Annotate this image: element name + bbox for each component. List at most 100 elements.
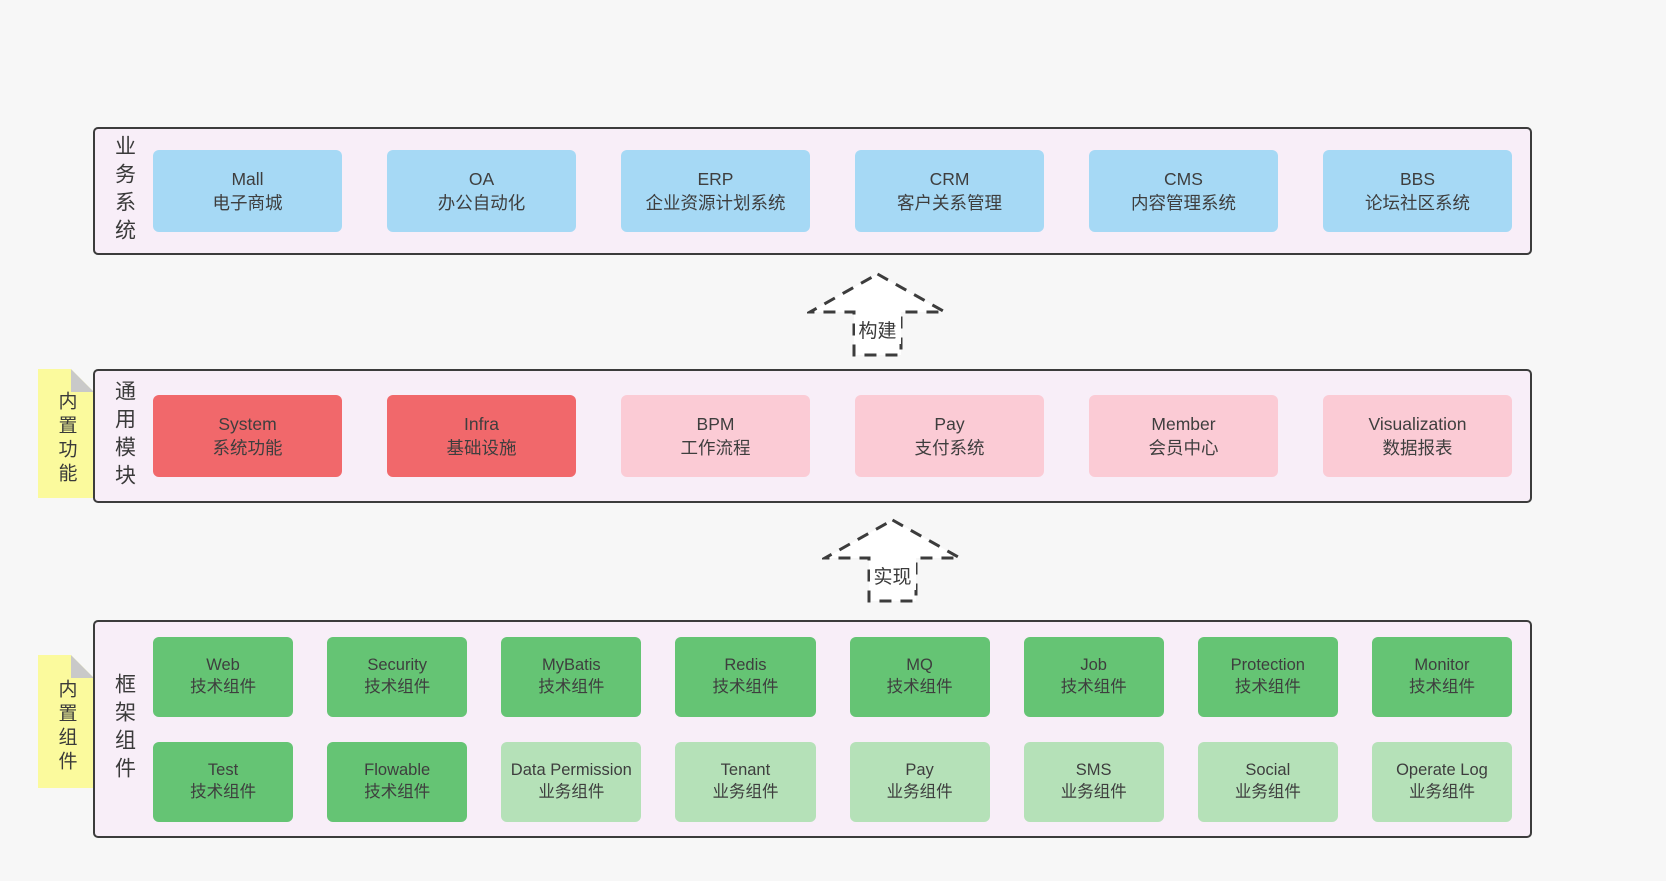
band-components-label-wrap: 框架组件: [95, 622, 153, 836]
box-mybatis-en: MyBatis: [541, 655, 601, 674]
box-data-permission-en: Data Permission: [510, 760, 632, 779]
box-job-zh: 技术组件: [1060, 677, 1127, 696]
box-system-en: System: [218, 413, 277, 434]
up-arrow-dashed-icon: [807, 272, 948, 357]
box-pay-en: Pay: [934, 413, 965, 434]
box-test-zh: 技术组件: [190, 782, 257, 801]
box-system: System 系统功能: [153, 395, 342, 477]
box-mall: Mall 电子商城: [153, 150, 342, 232]
box-cms-en: CMS: [1164, 168, 1203, 189]
box-protection: Protection 技术组件: [1197, 636, 1338, 717]
box-mq: MQ 技术组件: [849, 636, 990, 717]
box-bbs-zh: 论坛社区系统: [1365, 193, 1470, 213]
box-web-en: Web: [206, 655, 240, 674]
box-oa-zh: 办公自动化: [437, 193, 526, 213]
box-tenant-en: Tenant: [720, 760, 771, 779]
box-crm-en: CRM: [929, 168, 970, 189]
box-flowable-en: Flowable: [364, 760, 431, 779]
box-monitor-en: Monitor: [1414, 655, 1470, 674]
box-test: Test 技术组件: [153, 741, 294, 822]
components-row-1: Web 技术组件 Security 技术组件 MyBatis 技术组件 Redi…: [153, 636, 1512, 717]
box-pay-biz: Pay 业务组件: [849, 741, 990, 822]
box-crm: CRM 客户关系管理: [855, 150, 1044, 232]
box-protection-en: Protection: [1230, 655, 1305, 674]
box-mq-zh: 技术组件: [886, 677, 953, 696]
box-mall-zh: 电子商城: [212, 193, 283, 213]
box-security: Security 技术组件: [327, 636, 468, 717]
box-member-zh: 会员中心: [1148, 438, 1219, 458]
note-built-in-components-label: 内置组件: [55, 678, 77, 775]
box-sms-en: SMS: [1075, 760, 1112, 779]
box-system-zh: 系统功能: [212, 438, 283, 458]
box-monitor: Monitor 技术组件: [1371, 636, 1512, 717]
box-job-en: Job: [1080, 655, 1107, 674]
band-framework-components: 框架组件 Web 技术组件 Security 技术组件 MyBatis 技术组件…: [93, 620, 1532, 838]
note-built-in-features-label: 内置功能: [55, 390, 77, 487]
box-social: Social 业务组件: [1197, 741, 1338, 822]
band-modules-label: 通用模块: [112, 380, 136, 492]
box-pay: Pay 支付系统: [855, 395, 1044, 477]
box-visualization-en: Visualization: [1368, 413, 1467, 434]
box-redis: Redis 技术组件: [675, 636, 816, 717]
band-components-label: 框架组件: [112, 673, 136, 785]
band-modules-label-wrap: 通用模块: [95, 371, 153, 501]
box-sms: SMS 业务组件: [1023, 741, 1164, 822]
band-common-modules: 通用模块 System 系统功能 Infra 基础设施 BPM 工作流程 Pay…: [93, 369, 1532, 503]
build-arrow-label: 构建: [854, 315, 901, 344]
box-pay-biz-en: Pay: [905, 760, 934, 779]
note-built-in-components: 内置组件: [38, 655, 94, 788]
box-social-en: Social: [1245, 760, 1291, 779]
box-oa: OA 办公自动化: [387, 150, 576, 232]
box-sms-zh: 业务组件: [1060, 782, 1127, 801]
box-crm-zh: 客户关系管理: [897, 193, 1002, 213]
components-row-2: Test 技术组件 Flowable 技术组件 Data Permission …: [153, 741, 1512, 822]
box-member: Member 会员中心: [1089, 395, 1278, 477]
box-mybatis: MyBatis 技术组件: [501, 636, 642, 717]
box-visualization-zh: 数据报表: [1382, 438, 1453, 458]
box-erp-en: ERP: [697, 168, 734, 189]
modules-box-row: System 系统功能 Infra 基础设施 BPM 工作流程 Pay 支付系统…: [153, 371, 1530, 501]
box-data-permission: Data Permission 业务组件: [501, 741, 642, 822]
box-test-en: Test: [207, 760, 239, 779]
box-security-en: Security: [367, 655, 427, 674]
box-pay-zh: 支付系统: [914, 438, 985, 458]
business-box-row: Mall 电子商城 OA 办公自动化 ERP 企业资源计划系统 CRM 客户关系…: [153, 129, 1530, 253]
up-arrow-dashed-icon: [822, 518, 963, 603]
box-social-zh: 业务组件: [1234, 782, 1301, 801]
box-member-en: Member: [1151, 413, 1216, 434]
box-web-zh: 技术组件: [190, 677, 257, 696]
box-oa-en: OA: [468, 168, 495, 189]
box-visualization: Visualization 数据报表: [1323, 395, 1512, 477]
box-tenant: Tenant 业务组件: [675, 741, 816, 822]
box-bbs: BBS 论坛社区系统: [1323, 150, 1512, 232]
box-bpm-zh: 工作流程: [680, 438, 751, 458]
implement-arrow-label: 实现: [869, 561, 916, 590]
box-redis-en: Redis: [724, 655, 767, 674]
box-infra-zh: 基础设施: [446, 438, 517, 458]
note-built-in-features: 内置功能: [38, 369, 94, 498]
build-arrow-icon: 构建: [807, 271, 948, 358]
box-flowable: Flowable 技术组件: [327, 741, 468, 822]
box-redis-zh: 技术组件: [712, 677, 779, 696]
box-mybatis-zh: 技术组件: [538, 677, 605, 696]
box-security-zh: 技术组件: [364, 677, 431, 696]
box-erp-zh: 企业资源计划系统: [645, 193, 786, 213]
box-cms: CMS 内容管理系统: [1089, 150, 1278, 232]
box-operate-log-zh: 业务组件: [1408, 782, 1475, 801]
note-fold-corner-icon: [71, 655, 94, 678]
box-bpm: BPM 工作流程: [621, 395, 810, 477]
box-erp: ERP 企业资源计划系统: [621, 150, 810, 232]
box-flowable-zh: 技术组件: [364, 782, 431, 801]
box-pay-biz-zh: 业务组件: [886, 782, 953, 801]
box-operate-log-en: Operate Log: [1396, 760, 1488, 779]
box-mq-en: MQ: [906, 655, 933, 674]
box-data-permission-zh: 业务组件: [538, 782, 605, 801]
box-job: Job 技术组件: [1023, 636, 1164, 717]
box-infra-en: Infra: [463, 413, 500, 434]
box-bpm-en: BPM: [696, 413, 735, 434]
box-infra: Infra 基础设施: [387, 395, 576, 477]
band-business-label-wrap: 业务系统: [95, 129, 153, 253]
box-operate-log: Operate Log 业务组件: [1371, 741, 1512, 822]
box-bbs-en: BBS: [1399, 168, 1436, 189]
